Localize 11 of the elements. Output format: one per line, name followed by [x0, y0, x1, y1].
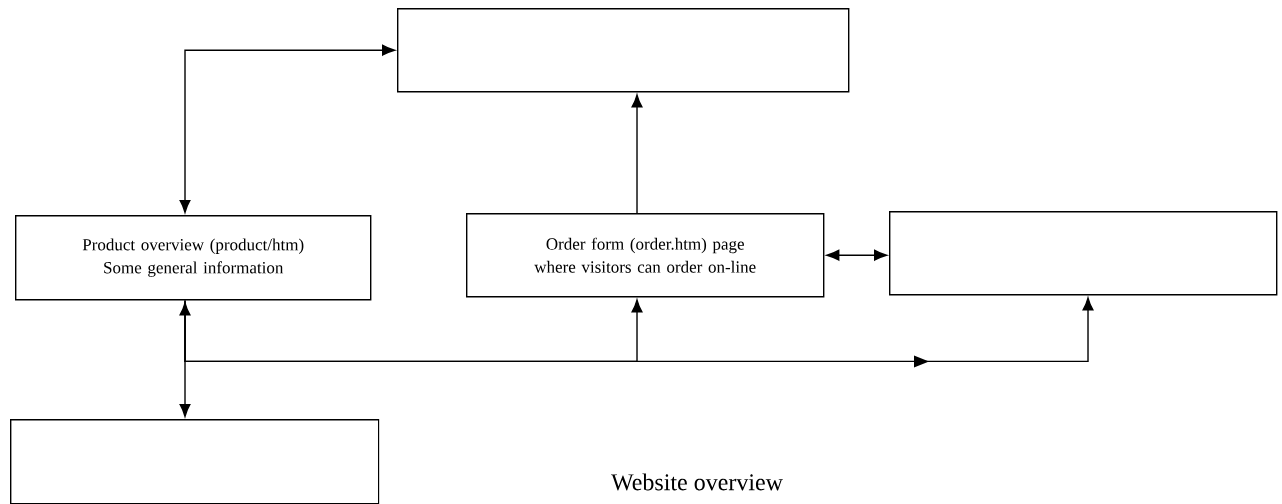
arrow: [179, 44, 395, 213]
arrow: [179, 302, 191, 417]
arrow: [631, 94, 643, 214]
arrow: [826, 249, 887, 261]
title: Website overview: [611, 473, 783, 491]
empty-box: [889, 211, 1278, 296]
arrow: [184, 297, 1094, 368]
page-box: Order form (order.htm) page where visitors can order on-line: [466, 213, 825, 298]
empty-box: [397, 8, 850, 93]
empty-box: [10, 419, 380, 504]
page-box: Product overview (product/htm) Some general information: [15, 215, 372, 301]
